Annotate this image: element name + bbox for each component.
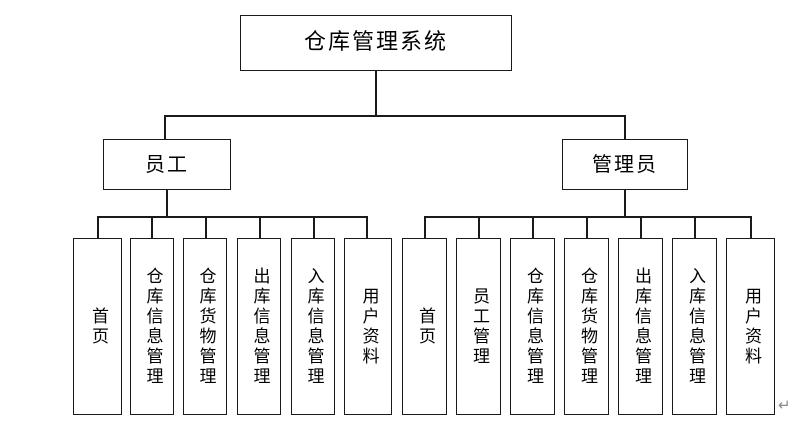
node-leaf-administrator-0[interactable]: 首页 [402,238,447,415]
paragraph-mark-icon: ↵ [778,396,791,414]
connector-employee-leaf-4 [313,216,315,238]
connector-administrator-stem [624,190,626,217]
connector-employee-leaf-2 [205,216,207,238]
node-leaf-administrator-6-label: 用户资料 [741,286,761,367]
node-leaf-employee-4[interactable]: 入库信息管理 [291,238,335,415]
connector-administrator-leaf-0 [424,216,426,238]
connector-root-stem [375,71,377,116]
node-leaf-employee-5[interactable]: 用户资料 [344,238,392,415]
connector-administrator-leaf-3 [586,216,588,238]
node-leaf-administrator-3[interactable]: 仓库货物管理 [564,238,609,415]
node-root[interactable]: 仓库管理系统 [240,15,512,71]
node-leaf-administrator-1[interactable]: 员工管理 [456,238,501,415]
connector-root-to-employee [164,115,166,140]
node-leaf-employee-5-label: 用户资料 [358,286,379,367]
node-root-label: 仓库管理系统 [303,29,448,55]
connector-administrator-leaf-4 [640,216,642,238]
node-branch-employee-label: 员工 [145,152,189,177]
node-leaf-employee-1-label: 仓库信息管理 [142,266,163,387]
node-leaf-administrator-4[interactable]: 出库信息管理 [618,238,663,415]
connector-root-bus [164,115,625,117]
node-leaf-administrator-4-label: 出库信息管理 [631,266,651,387]
node-leaf-administrator-3-label: 仓库货物管理 [577,266,597,387]
node-leaf-administrator-2-label: 仓库信息管理 [523,266,543,387]
connector-employee-stem [166,190,168,217]
node-leaf-employee-1[interactable]: 仓库信息管理 [130,238,174,415]
node-leaf-employee-0[interactable]: 首页 [73,238,122,415]
node-leaf-employee-3[interactable]: 出库信息管理 [237,238,281,415]
node-leaf-administrator-0-label: 首页 [415,306,435,347]
node-branch-administrator[interactable]: 管理员 [562,139,688,190]
node-branch-administrator-label: 管理员 [592,152,658,177]
connector-employee-bus [97,216,367,218]
connector-administrator-leaf-6 [750,216,752,238]
connector-employee-leaf-1 [151,216,153,238]
connector-administrator-leaf-1 [478,216,480,238]
connector-employee-leaf-5 [366,216,368,238]
connector-administrator-leaf-5 [694,216,696,238]
node-leaf-employee-2-label: 仓库货物管理 [195,266,216,387]
node-leaf-employee-0-label: 首页 [88,306,108,347]
node-leaf-administrator-5-label: 入库信息管理 [685,266,705,387]
node-leaf-administrator-1-label: 员工管理 [469,286,489,367]
node-leaf-employee-3-label: 出库信息管理 [249,266,270,387]
connector-administrator-leaf-2 [532,216,534,238]
node-leaf-administrator-2[interactable]: 仓库信息管理 [510,238,555,415]
node-branch-employee[interactable]: 员工 [103,139,231,190]
node-leaf-employee-4-label: 入库信息管理 [303,266,324,387]
node-leaf-administrator-5[interactable]: 入库信息管理 [672,238,717,415]
connector-root-to-administrator [624,115,626,140]
connector-employee-leaf-3 [259,216,261,238]
node-leaf-administrator-6[interactable]: 用户资料 [726,238,775,415]
connector-employee-leaf-0 [97,216,99,238]
node-leaf-employee-2[interactable]: 仓库货物管理 [183,238,227,415]
